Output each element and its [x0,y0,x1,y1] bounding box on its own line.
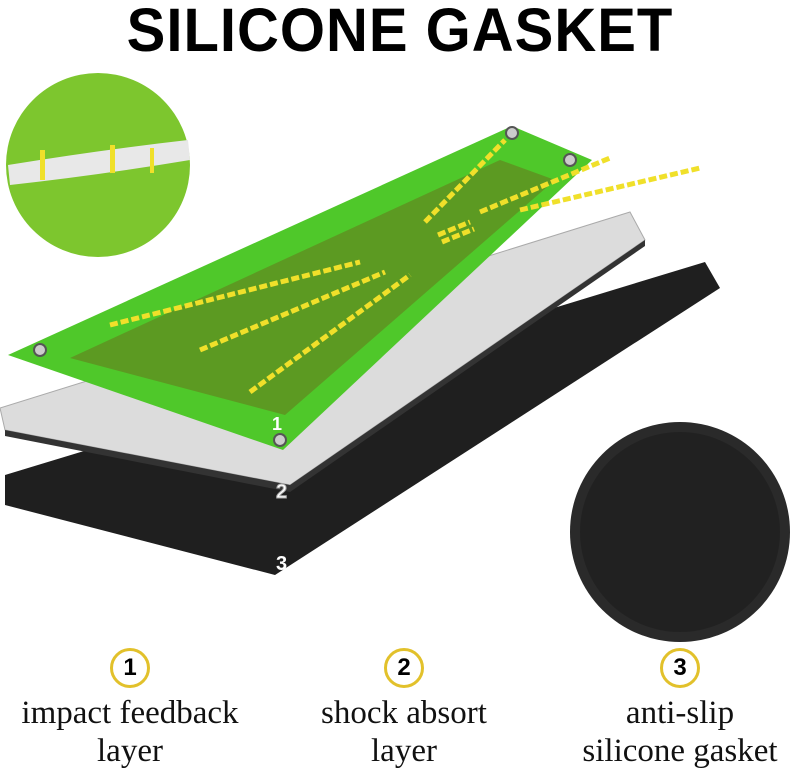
turf-stitch [150,148,154,173]
layer-marker-1: 1 [272,414,282,434]
caption-line: shock absort [321,695,487,731]
grommet-icons [33,126,577,447]
grommet-icon [33,343,47,357]
alignment-line [519,165,701,213]
caption-line: silicone gasket [582,733,778,769]
caption-anti-slip: 3 anti-slip silicone gasket [550,648,800,770]
turf-stitch [40,150,45,180]
grommet-icon [273,433,287,447]
caption-line: impact feedback [21,695,239,731]
alignment-lines [109,138,701,395]
gasket-closeup [570,422,790,642]
turf-yellow-stitches [40,145,154,180]
grommet-icon [563,153,577,167]
caption-shock-absorb: 2 shock absort layer [274,648,534,770]
alignment-line [423,138,507,224]
alignment-line [109,259,361,328]
number-badge: 2 [384,648,424,688]
caption-line: layer [97,733,163,769]
alignment-line [437,219,471,238]
turf-closeup [6,73,190,257]
turf-stitch [110,145,115,173]
page-title: SILICONE GASKET [126,0,674,65]
gasket-closeup-texture [580,432,780,632]
number-badge: 3 [660,648,700,688]
alignment-line [479,155,611,215]
alignment-line [441,226,475,245]
caption-line: layer [371,733,437,769]
grommet-icon [505,126,519,140]
layer-marker-3: 3 [276,553,287,575]
alignment-line [199,269,386,353]
alignment-line [248,272,412,395]
number-badge: 1 [110,648,150,688]
mat-hitting-area [70,160,555,415]
caption-line: anti-slip [625,695,735,731]
turf-stitch-band [8,140,190,185]
layer-marker-2: 2 [276,481,287,503]
caption-impact-feedback: 1 impact feedback layer [0,648,260,770]
